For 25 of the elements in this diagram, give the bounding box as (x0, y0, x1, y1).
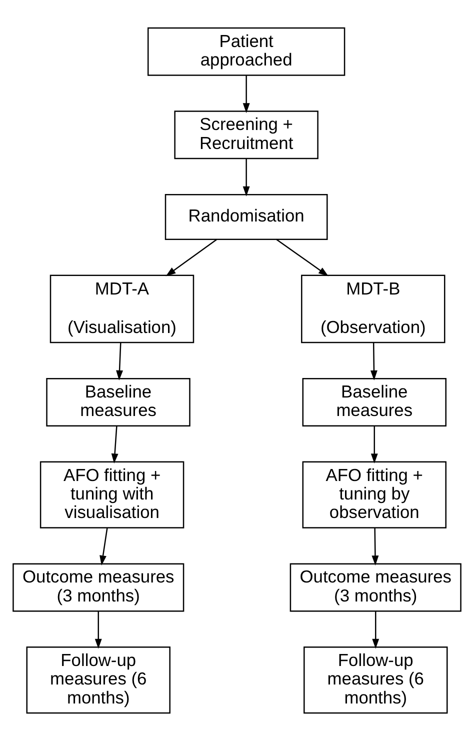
node-box: Outcome measures (3 months) (12, 562, 184, 612)
arrow (242, 158, 250, 196)
arrow (370, 426, 378, 464)
arrow (116, 342, 123, 380)
node-box: Baseline measures (302, 377, 446, 426)
node-box: Follow-up measures (6 months) (26, 646, 170, 714)
node-box: Patient approached (147, 26, 346, 76)
node-box: Follow-up measures (6 months) (304, 646, 448, 714)
arrow (372, 610, 380, 648)
arrow (100, 528, 108, 565)
node-box: Screening + Recruitment (174, 110, 318, 159)
node-box: Randomisation (164, 193, 328, 240)
node-box: Baseline measures (46, 377, 190, 426)
node-box: AFO fitting + tuning by observation (302, 460, 446, 528)
node-box: Outcome measures (3 months) (290, 562, 462, 612)
node-box: MDT-A (Visualisation) (50, 274, 194, 343)
arrow (166, 238, 218, 276)
arrow (370, 342, 378, 380)
arrow (94, 610, 102, 648)
arrow (372, 528, 379, 565)
arrow (276, 238, 328, 276)
arrow (242, 74, 250, 113)
arrow (111, 426, 118, 464)
node-box: MDT-B (Observation) (301, 274, 446, 343)
node-box: AFO fitting + tuning with visualisation (40, 460, 184, 528)
